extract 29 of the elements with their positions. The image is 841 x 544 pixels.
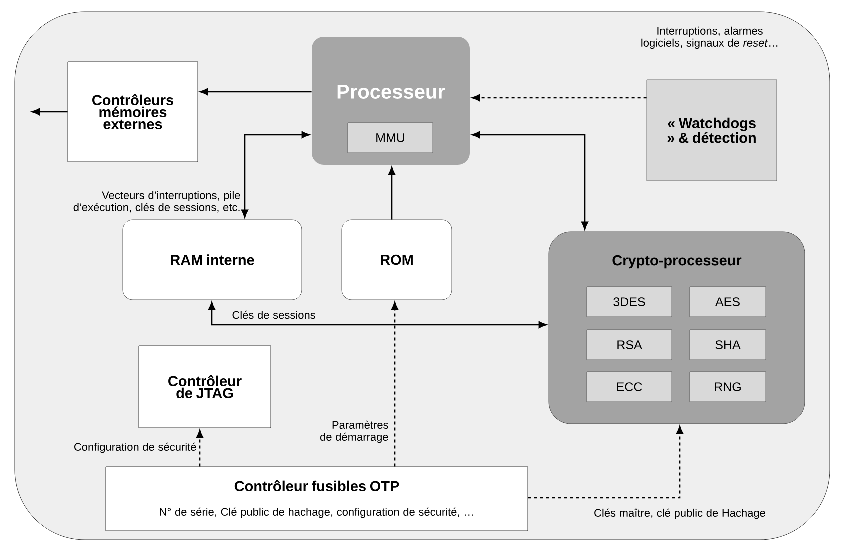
module-box: RSA <box>586 330 672 360</box>
arrow <box>472 132 588 230</box>
memory-box: RAM interne <box>122 220 302 300</box>
arrow <box>472 94 647 102</box>
arrow <box>208 302 547 328</box>
controller-box: Contrôleur fusibles OTP N° de série, Clé public de hachage, configuration de sécurité, … <box>106 466 528 532</box>
edge-label: Clés de sessions <box>232 310 316 320</box>
arrow <box>388 167 396 220</box>
module-box: 3DES <box>586 286 672 318</box>
edge-label: Configuration de sécurité <box>74 442 196 454</box>
edge-label: Vecteurs d’interruptions, pile d’exécution, clés de sessions, etc. <box>74 191 240 213</box>
arrow <box>392 302 398 467</box>
annotation-text: Interruptions, alarmes logiciels, signaux de reset… <box>642 26 778 50</box>
controller-box: Contrôleur de JTAG <box>138 346 272 428</box>
module-box: AES <box>690 286 766 318</box>
module-box: ECC <box>586 372 672 402</box>
arrow <box>242 132 310 218</box>
arrow <box>32 108 68 116</box>
module-box: RNG <box>690 372 766 402</box>
memory-box: ROM <box>342 220 452 300</box>
edge-label: Clés maître, clé public de Hachage <box>594 508 766 520</box>
module-box: SHA <box>690 330 766 360</box>
controller-box: Contrôleurs mémoires externes <box>68 62 198 162</box>
module-box: MMU <box>348 122 434 154</box>
edge-label: Paramètres de démarrage <box>320 420 388 444</box>
arrow <box>200 88 312 96</box>
arrow <box>196 430 204 467</box>
watchdog-box: « Watchdogs » & détection <box>646 80 778 182</box>
arrow <box>528 426 684 499</box>
